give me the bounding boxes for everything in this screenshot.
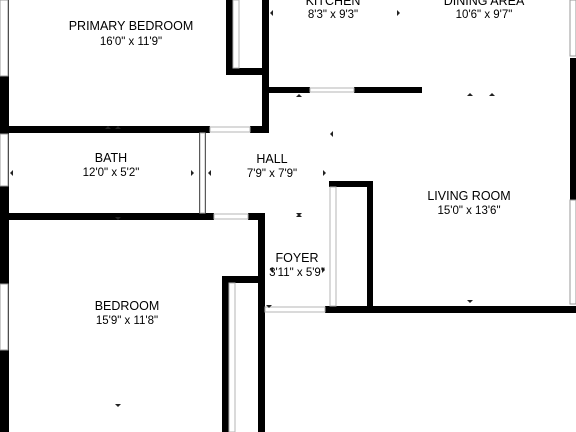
wall-kitchen-bottom-left [262, 87, 310, 93]
tick [208, 170, 211, 176]
door-primary-closet [232, 0, 240, 69]
room-dims-living-room: 15'0" x 13'6" [437, 205, 500, 217]
room-dims-foyer: 3'11" x 5'9" [269, 267, 325, 279]
tick [296, 213, 302, 216]
tick [489, 93, 495, 96]
tick [10, 170, 13, 176]
wall-right-exterior-upper [570, 58, 576, 202]
wall-bedroom-right [258, 213, 265, 432]
wall-living-closet-right [367, 181, 373, 309]
room-name-dining-area: DINING AREA [444, 0, 525, 8]
room-name-foyer: FOYER [275, 251, 318, 265]
tick [323, 170, 326, 176]
wall-living-closet-top [329, 181, 373, 187]
room-dims-dining-area: 10'6" x 9'7" [456, 9, 513, 21]
tick [467, 300, 473, 303]
wall-kitchen-bottom-right [354, 87, 422, 93]
door-hall-opening [209, 126, 251, 133]
wall-closet-side [226, 0, 233, 75]
room-name-bedroom: BEDROOM [95, 299, 160, 313]
tick [270, 10, 273, 16]
wall-bedroom-closet-side [222, 276, 229, 432]
room-name-bath: BATH [95, 151, 127, 165]
window-bedroom [0, 283, 9, 351]
tick [296, 94, 302, 97]
room-dims-primary-bedroom: 16'0" x 11'9" [100, 36, 162, 48]
wall-primary-bedroom-bottom [0, 126, 210, 133]
tick [105, 126, 111, 129]
room-dims-hall: 7'9" x 7'9" [247, 168, 297, 180]
room-name-hall: HALL [256, 152, 287, 166]
room-dims-bath: 12'0" x 5'2" [83, 167, 140, 179]
door-bedroom-opening [213, 213, 249, 220]
door-bath [199, 132, 206, 214]
window-bath [0, 133, 9, 187]
wall-primary-bedroom-right [262, 0, 269, 130]
tick [115, 404, 121, 407]
doors [199, 0, 355, 432]
wall-bedroom-closet-top [222, 276, 264, 283]
tick [115, 126, 121, 129]
tick [115, 217, 121, 220]
wall-living-bottom [325, 306, 576, 313]
room-dims-kitchen: 8'3" x 9'3" [308, 9, 358, 21]
door-living-closet [329, 186, 337, 307]
tick [467, 93, 473, 96]
tick [191, 170, 194, 176]
tick [266, 305, 272, 308]
window-dining [569, 0, 576, 57]
room-name-living-room: LIVING ROOM [427, 189, 510, 203]
tick [322, 267, 325, 273]
wall-hall-top [250, 126, 269, 133]
wall-bedroom-top-right [248, 213, 264, 220]
door-kitchen-opening [309, 87, 355, 93]
tick [397, 10, 400, 16]
tick [270, 267, 273, 273]
window-living [569, 199, 576, 305]
door-entry [264, 306, 326, 313]
dimension-ticks [10, 10, 495, 407]
room-name-primary-bedroom: PRIMARY BEDROOM [69, 19, 194, 33]
door-bedroom-closet [228, 282, 236, 432]
room-labels: PRIMARY BEDROOM 16'0" x 11'9" KITCHEN 8'… [69, 0, 525, 327]
tick [330, 131, 333, 137]
window-primary-bedroom [0, 0, 9, 77]
room-name-kitchen: KITCHEN [306, 0, 361, 8]
wall-closet-bottom [226, 68, 268, 75]
wall-bath-bottom [0, 213, 214, 220]
room-dims-bedroom: 15'9" x 11'8" [96, 315, 158, 327]
windows [0, 0, 576, 351]
